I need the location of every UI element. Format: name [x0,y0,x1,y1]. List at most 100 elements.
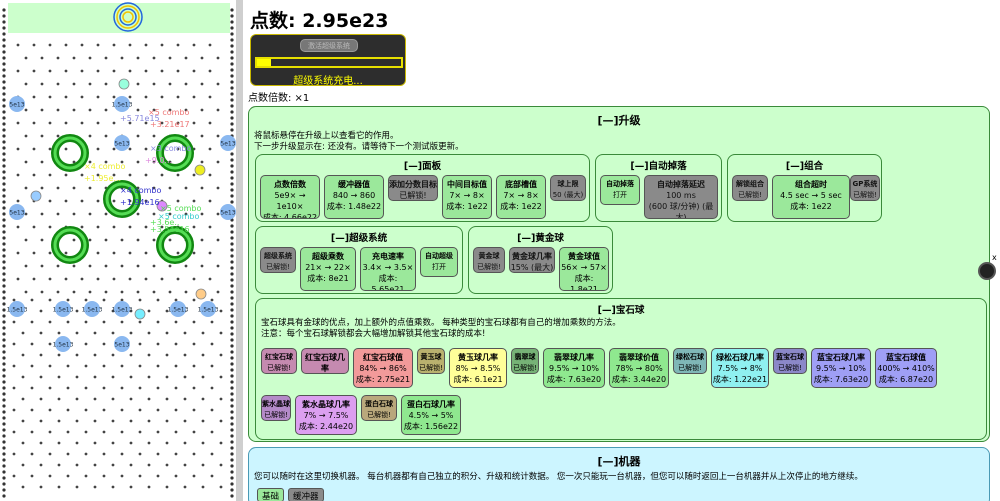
peg [16,277,20,281]
upgrade-gem-group-8[interactable]: 绿松石球已解锁! [673,348,707,374]
autodrop-group-title[interactable]: [—]自动掉落 [630,161,687,172]
upgrade-panel-group-2[interactable]: 添加分数目标已解锁! [388,175,438,201]
peg [80,199,84,203]
peg [184,134,188,138]
upgrade-combo-group-0[interactable]: 解锁组合已解锁! [732,175,768,201]
peg [230,74,234,78]
upgrade-gold-group-0[interactable]: 黄金球已解锁! [473,247,505,273]
peg [75,463,79,467]
machines-title[interactable]: [—]机器 [597,455,641,468]
upgrade-name: 蓝宝石球 [776,353,804,361]
combo-group-title[interactable]: [—]组合 [785,161,824,172]
slot-bubble [9,204,25,220]
upgrade-gem-group-15[interactable]: 蛋白石球已解锁! [361,395,397,421]
peg [192,320,196,324]
peg [230,176,234,180]
peg [230,452,234,456]
peg [93,419,97,423]
peg [120,474,124,478]
peg [48,430,52,434]
peg [66,386,70,390]
upgrade-cost: 成本: 1e22 [446,202,488,211]
avatar-icon[interactable] [978,262,996,280]
upgrade-gem-group-0[interactable]: 红宝石球已解锁! [261,348,297,374]
upgrade-super-group-0[interactable]: 超级系统已解锁! [260,247,296,273]
peg [120,386,124,390]
peg [184,290,188,294]
peg [152,82,156,86]
upgrade-value: 已解锁! [853,191,877,199]
upgrade-cost: 成本: 1.56e22 [403,422,459,431]
peg [80,95,84,99]
upgrade-autodrop-group-0[interactable]: 自动掉落打开 [600,175,640,205]
upgrade-gem-group-5[interactable]: 翡翠球已解锁! [511,348,539,374]
upgrade-gem-group-3[interactable]: 黄玉球已解锁! [417,348,445,374]
upgrade-gem-group-13[interactable]: 紫水晶球已解锁! [261,395,291,421]
peg [210,430,214,434]
peg [165,309,169,313]
peg [200,186,204,190]
upgrades-title[interactable]: [—]升级 [597,114,641,127]
peg [230,398,234,402]
peg [168,186,172,190]
peg [192,386,196,390]
peg [184,108,188,112]
machine-tab-bumper[interactable]: 缓冲器 [288,488,324,501]
peg [120,364,124,368]
peg [192,69,196,73]
green-bumper-highlight [53,136,87,170]
peg [96,225,100,229]
peg [160,95,164,99]
super-group-title[interactable]: [—]超级系统 [330,233,388,244]
upgrade-gem-group-1[interactable]: 红宝石球几率10% (最大) [301,348,349,374]
peg [75,353,79,357]
upgrade-name: 绿松石球几率 [716,353,764,362]
upgrade-gem-group-10[interactable]: 蓝宝石球已解锁! [773,348,807,374]
peg [2,410,6,414]
gem-group-title[interactable]: [—]宝石球 [597,305,645,316]
peg [2,248,6,252]
peg [48,199,52,203]
close-icon[interactable]: x [992,253,997,262]
peg [192,364,196,368]
upgrade-super-group-3[interactable]: 自动超级打开 [420,247,458,277]
machine-tab-basic[interactable]: 基础 [257,488,285,501]
upgrade-value: 已解锁! [513,364,537,372]
peg [184,212,188,216]
upgrade-cost: 成本: 1.22e21 [712,375,768,384]
activate-super-button[interactable]: 激活超级系统 [300,39,358,52]
peg [2,296,6,300]
upgrade-value: 已解锁! [367,411,391,419]
upgrade-combo-group-2[interactable]: GP系统已解锁! [850,175,880,201]
upgrade-value: 打开 [432,263,446,271]
slot-bubble [114,336,130,352]
panel-group-title[interactable]: [—]面板 [403,161,442,172]
peg [183,485,187,489]
gold-group-title[interactable]: [—]黄金球 [517,233,564,244]
peg [216,56,220,60]
